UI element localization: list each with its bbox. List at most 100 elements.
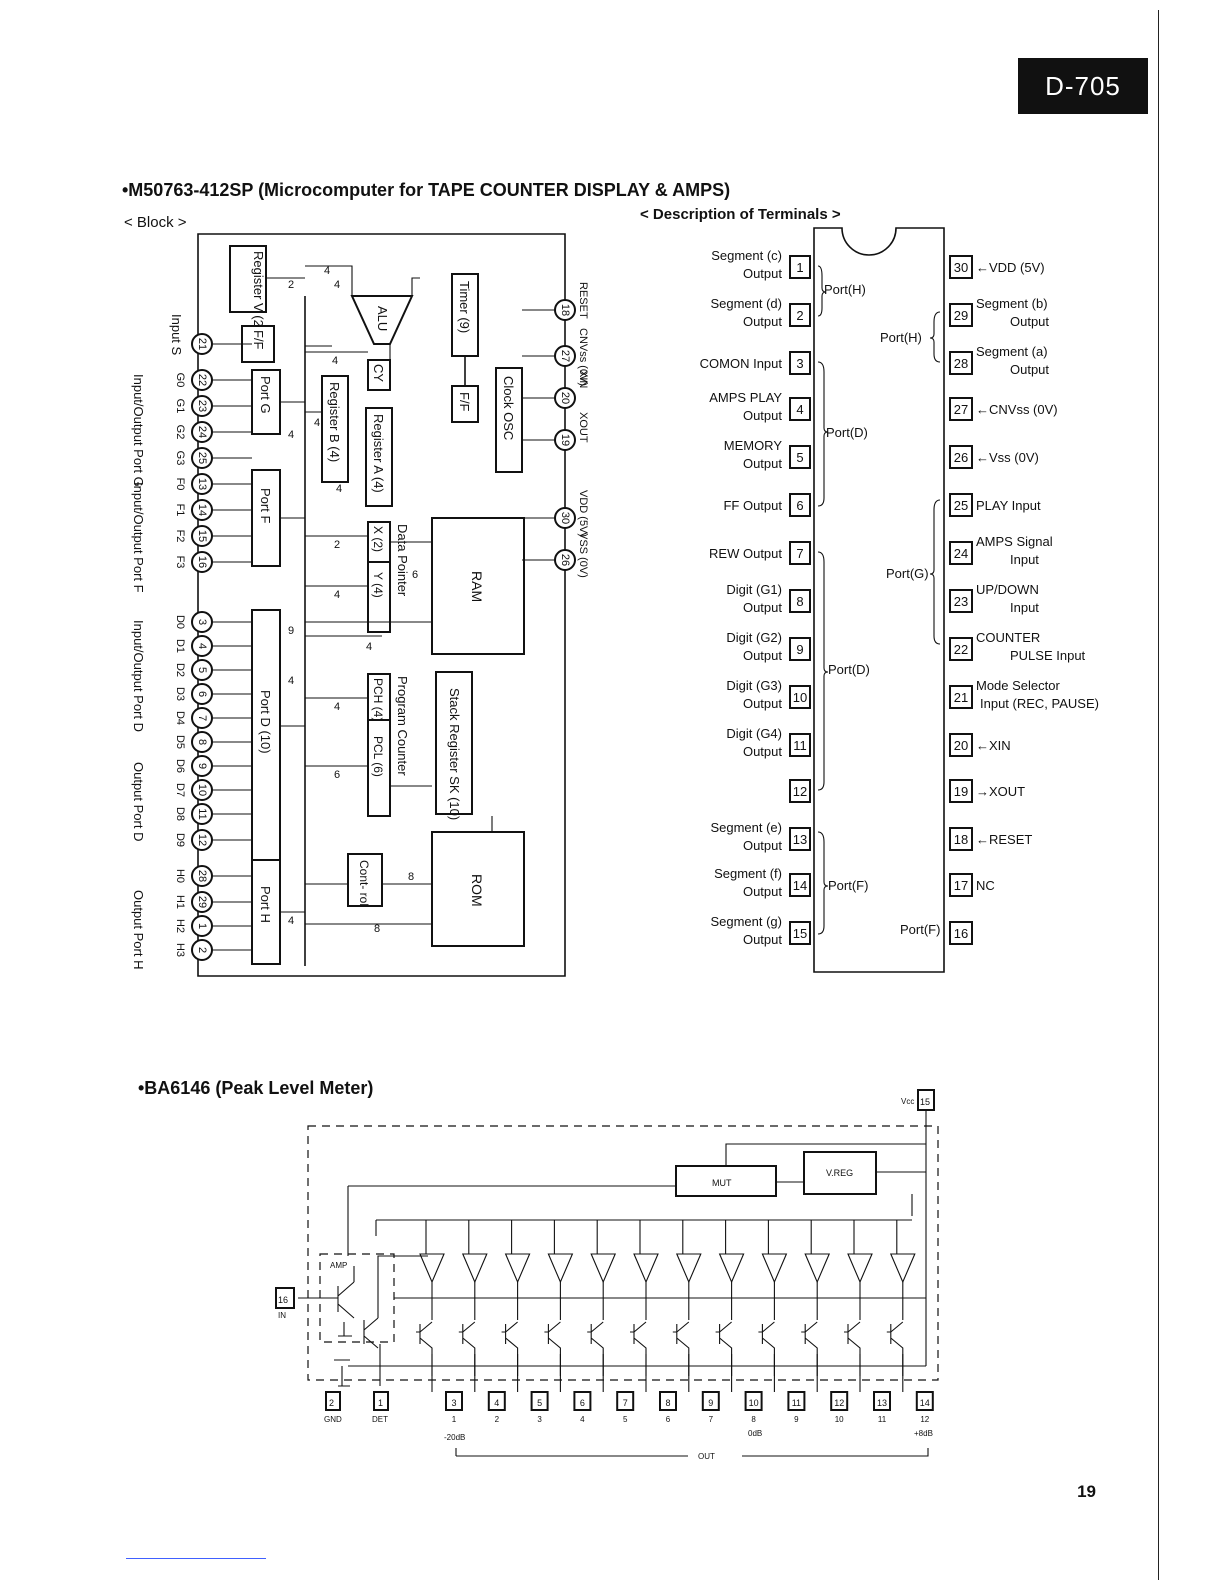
register-b: Register B (4) <box>321 375 349 483</box>
comparator <box>804 1253 831 1284</box>
in-label: IN <box>278 1311 286 1320</box>
terminal-pin-num: 5 <box>796 450 803 465</box>
left-pin-bit: F0 <box>174 478 186 491</box>
output-pin-11 <box>787 1391 806 1411</box>
terminal-label: Mode Selector <box>976 678 1060 693</box>
left-pin-bit: G0 <box>174 373 186 388</box>
terminal-pin-num: 16 <box>954 926 968 941</box>
port-d-label: Port D (10) <box>258 690 273 754</box>
cy-flag: CY <box>367 359 391 391</box>
bw-3: 4 <box>334 279 340 291</box>
port-g-label: Port G <box>258 376 273 414</box>
rom-block: ROM <box>431 831 525 947</box>
terminal-label: MEMORY <box>724 438 783 453</box>
terminal-label: AMPS Signal <box>976 534 1053 549</box>
terminal-label: REW Output <box>709 546 782 561</box>
vreg-label: V.REG <box>826 1168 853 1178</box>
terminal-pin-num: 11 <box>793 738 807 753</box>
terminal-pin-13 <box>789 827 811 851</box>
terminal-pin-num: 27 <box>954 402 968 417</box>
port-h-right-label: Port(H) <box>880 330 922 345</box>
port-f-right-label: Port(F) <box>900 922 940 937</box>
port-d-out-label: Output Port D <box>131 762 146 841</box>
output-pin-num: 13 <box>877 1398 887 1408</box>
left-pin-bit: D5 <box>174 735 186 749</box>
left-pin-num: 3 <box>196 619 208 625</box>
right-pin-num: 30 <box>559 512 571 524</box>
block-label: < Block > <box>124 214 187 231</box>
output-pin-14 <box>915 1391 934 1411</box>
mut-label: MUT <box>712 1178 732 1188</box>
left-pin-num: 4 <box>196 643 208 649</box>
model-text: D-705 <box>1045 70 1121 101</box>
output-pin-3 <box>445 1391 463 1411</box>
y-reg-label: Y (4) <box>371 572 385 598</box>
terminal-pin-9 <box>789 637 811 661</box>
terminal-label: NC <box>976 878 995 893</box>
mut-block: MUT <box>675 1165 777 1197</box>
bw-17: 8 <box>374 923 380 935</box>
gnd-label: GND <box>324 1415 342 1424</box>
comparator <box>718 1253 745 1284</box>
terminal-pin-11 <box>789 733 811 757</box>
terminal-pin-num: 26 <box>954 450 968 465</box>
db-high: +8dB <box>914 1429 933 1438</box>
terminal-pin-23 <box>949 589 973 613</box>
port-h: Port H <box>251 859 281 965</box>
port-f: Port F <box>251 469 281 567</box>
terminal-label-2: Output <box>743 884 782 899</box>
left-pin-num: 7 <box>196 715 208 721</box>
output-pin-num: 9 <box>708 1398 713 1408</box>
terminal-pin-num: 29 <box>954 308 968 323</box>
terminal-pin-num: 12 <box>793 784 807 799</box>
program-counter: PCH (4) PCL (6) Program Counter <box>367 673 410 817</box>
page-number: 19 <box>1077 1482 1096 1501</box>
output-index: 10 <box>835 1415 844 1424</box>
terminal-pin-18 <box>949 827 973 851</box>
right-pin-label: VDD (5V) <box>577 490 589 537</box>
output-pin-num: 12 <box>834 1398 844 1408</box>
left-pin-num: 28 <box>196 870 208 882</box>
terminal-pin-22 <box>949 637 973 661</box>
terminal-pin-8 <box>789 589 811 613</box>
terminal-pin-num: 20 <box>954 738 968 753</box>
bw-8: 2 <box>334 539 340 551</box>
comparator-row <box>416 1220 916 1392</box>
alu-label: ALU <box>375 306 390 331</box>
left-pin-num: 2 <box>196 947 208 953</box>
terminal-pin-num: 19 <box>954 784 968 799</box>
output-pin-num: 3 <box>451 1398 456 1408</box>
program-counter-label: Program Counter <box>395 676 410 776</box>
terminal-label: Segment (a) <box>976 344 1048 359</box>
terminal-pin-num: 10 <box>793 690 807 705</box>
output-pin-num: 4 <box>494 1398 499 1408</box>
terminal-pin-num: 6 <box>796 498 803 513</box>
output-pin-num: 6 <box>580 1398 585 1408</box>
model-badge: D-705 <box>1018 58 1148 114</box>
left-pin-bit: D9 <box>174 833 186 847</box>
terminal-pin-num: 21 <box>954 690 968 705</box>
terminal-label-2: Output <box>1010 314 1049 329</box>
terminal-label: Segment (e) <box>710 820 782 835</box>
terminal-pin-num: 1 <box>796 260 803 275</box>
terminal-pin-30 <box>949 255 973 279</box>
ff-block: F/F <box>241 325 275 363</box>
terminal-pin-num: 15 <box>793 926 807 941</box>
control-block: Cont- rol <box>347 853 383 907</box>
pcl-label: PCL (6) <box>371 736 385 777</box>
terminal-label-2: Output <box>1010 362 1049 377</box>
cy-label: CY <box>371 364 386 382</box>
left-pin-bit: G2 <box>174 425 186 440</box>
terminal-label: AMPS PLAY <box>709 390 782 405</box>
terminal-label: PLAY Input <box>976 498 1041 513</box>
bw-12: 4 <box>288 675 294 687</box>
terminal-label-2: Input <box>1010 600 1039 615</box>
terminal-label: ←CNVss (0V) <box>976 402 1058 417</box>
left-pin-bit: G3 <box>174 451 186 466</box>
terminal-pin-num: 3 <box>796 356 803 371</box>
terminal-label: UP/DOWN <box>976 582 1039 597</box>
meter-title: •BA6146 (Peak Level Meter) <box>138 1078 374 1098</box>
output-pin-7 <box>616 1391 635 1411</box>
left-pin-num: 21 <box>196 338 208 350</box>
